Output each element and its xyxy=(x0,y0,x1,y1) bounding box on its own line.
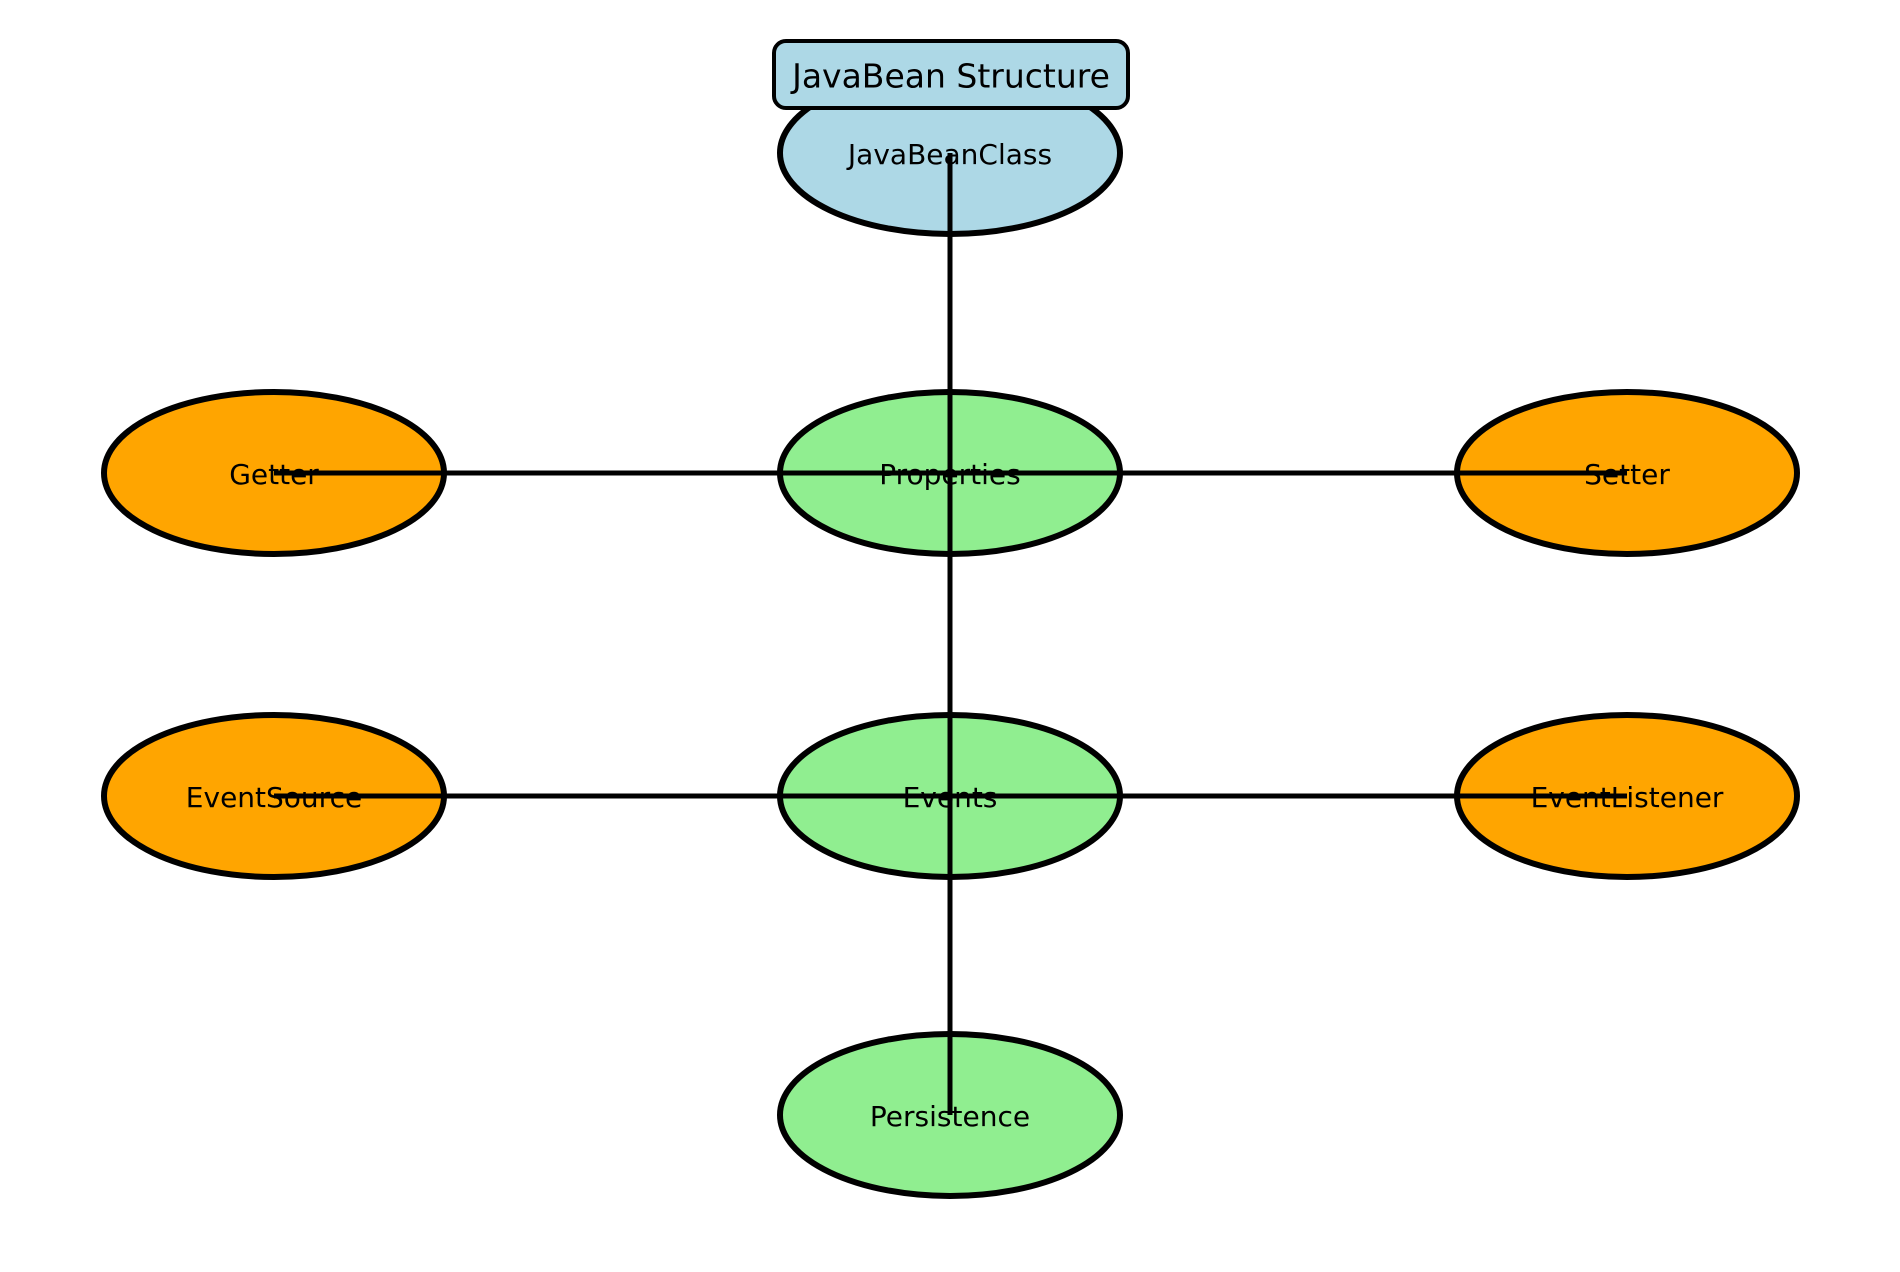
node-label-eventlistener: EventListener xyxy=(1530,781,1724,814)
node-label-persistence: Persistence xyxy=(869,1100,1031,1133)
node-label-getter: Getter xyxy=(229,458,319,491)
node-label-setter: Setter xyxy=(1584,458,1670,491)
node-label-eventsource: EventSource xyxy=(185,781,363,814)
diagram-title: JavaBean Structure xyxy=(792,56,1110,96)
node-label-javabeanclass: JavaBeanClass xyxy=(847,138,1053,171)
node-label-events: Events xyxy=(902,781,998,814)
node-label-properties: Properties xyxy=(879,458,1021,491)
title-box xyxy=(772,39,1130,110)
